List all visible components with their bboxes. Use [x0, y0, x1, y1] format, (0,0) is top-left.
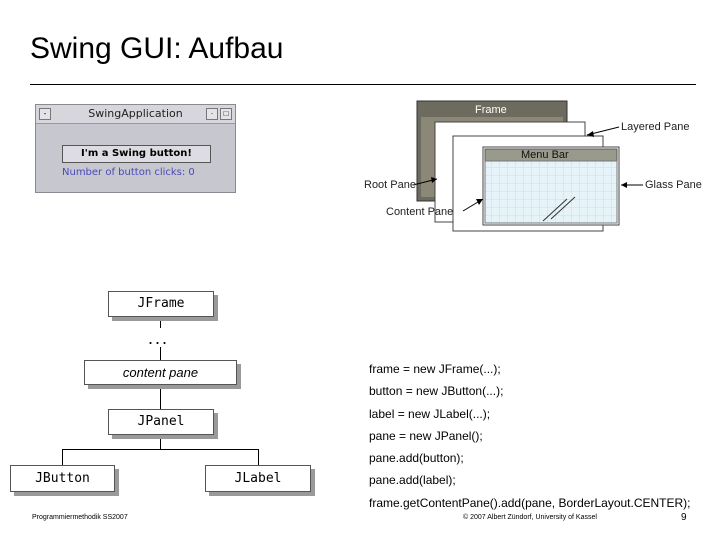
window-titlebar: - SwingApplication · □ — [36, 105, 235, 124]
page-number: 9 — [681, 512, 687, 523]
jlabel-node: JLabel — [205, 465, 311, 492]
tree-connector — [62, 449, 259, 450]
slide-title: Swing GUI: Aufbau — [30, 32, 284, 65]
maximize-icon: □ — [220, 108, 232, 120]
code-line: pane.add(label); — [369, 473, 456, 488]
glass-pane-label: Glass Pane — [645, 179, 702, 191]
footer-copyright: © 2007 Albert Zündorf, University of Kas… — [463, 514, 597, 521]
footer-course: Programmiermethodik SS2007 — [32, 514, 128, 521]
title-divider — [30, 84, 696, 85]
jpanel-node: JPanel — [108, 409, 214, 435]
root-pane-label: Root Pane — [364, 179, 416, 191]
tree-connector — [62, 449, 63, 465]
tree-connector — [160, 316, 161, 328]
window-title: SwingApplication — [88, 107, 183, 120]
code-line: frame = new JFrame(...); — [369, 362, 501, 376]
code-line: pane = new JPanel(); — [369, 428, 483, 443]
code-line: label = new JLabel(...); — [369, 406, 491, 421]
content-pane-label: Content Pane — [386, 206, 454, 218]
hierarchy-ellipsis: ... — [148, 328, 170, 348]
swing-application-window: - SwingApplication · □ I'm a Swing butto… — [35, 104, 236, 193]
content-pane-node: content pane — [84, 360, 237, 385]
tree-connector — [160, 384, 161, 409]
jframe-node: JFrame — [108, 291, 214, 317]
window-menu-icon: - — [39, 108, 51, 120]
menu-bar-label: Menu Bar — [521, 149, 569, 161]
minimize-icon: · — [206, 108, 218, 120]
swing-button[interactable]: I'm a Swing button! — [62, 145, 211, 163]
tree-connector — [160, 434, 161, 449]
tree-connector — [258, 449, 259, 465]
layered-pane-label: Layered Pane — [621, 121, 690, 133]
pane-layer-diagram — [412, 100, 643, 232]
tree-connector — [160, 347, 161, 360]
code-line: button = new JButton(...); — [369, 384, 504, 399]
code-line: frame.getContentPane().add(pane, BorderL… — [369, 495, 691, 510]
frame-label: Frame — [475, 104, 507, 116]
jbutton-node: JButton — [10, 465, 115, 492]
code-listing: frame = new JFrame(...); button = new JB… — [369, 358, 691, 514]
click-count-label: Number of button clicks: 0 — [62, 167, 195, 178]
code-line: pane.add(button); — [369, 451, 464, 466]
